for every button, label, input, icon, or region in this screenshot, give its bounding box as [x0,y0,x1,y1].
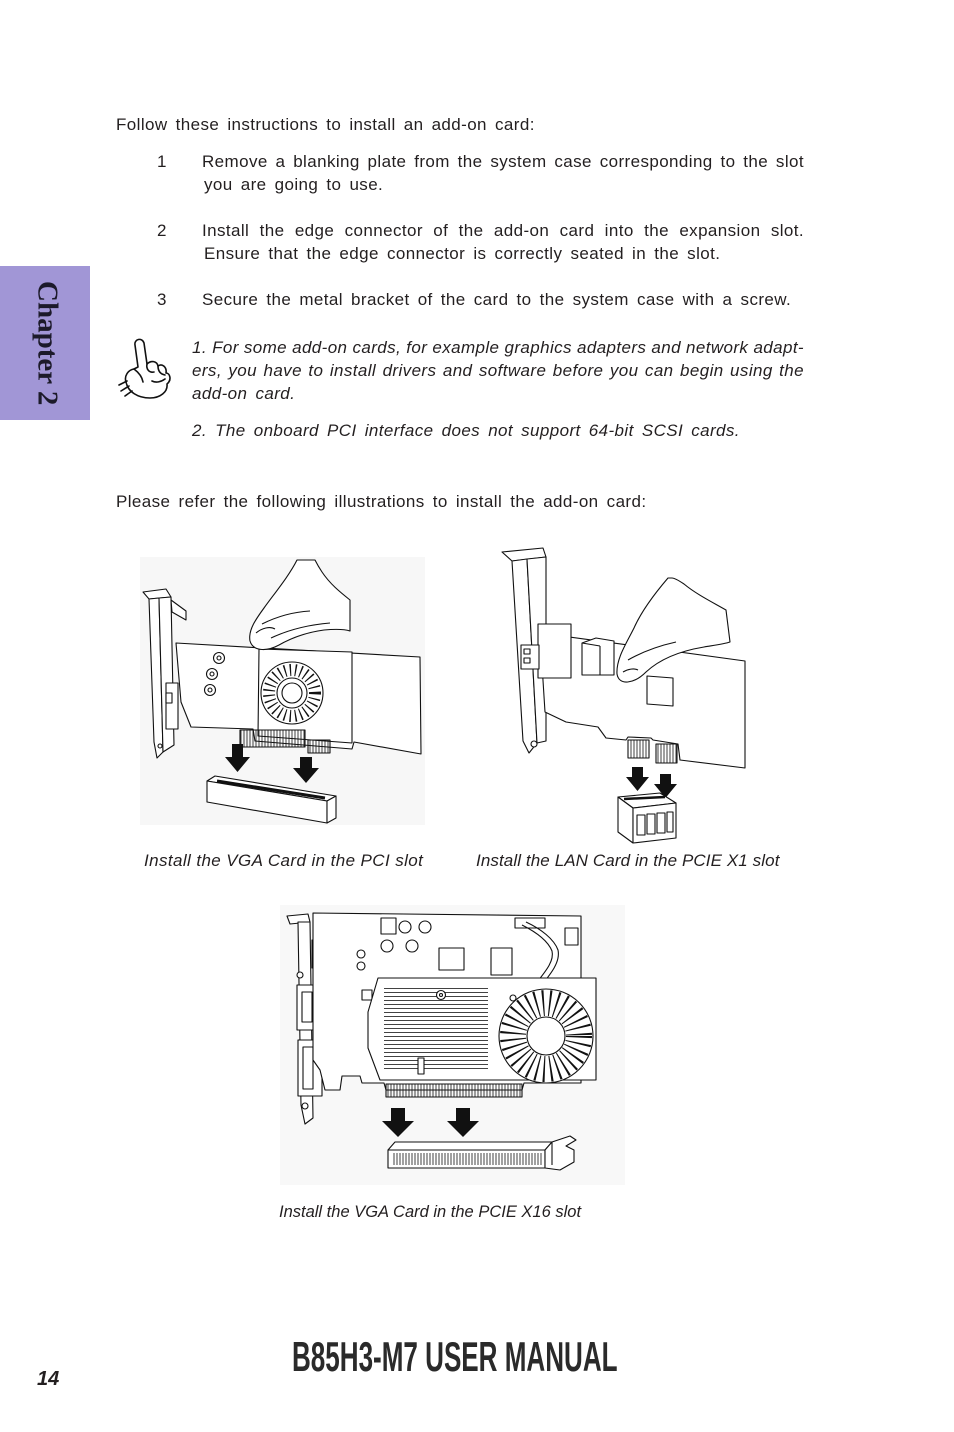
step-text: Install the edge connector of the add-on… [202,219,804,265]
figure-caption: Install the LAN Card in the PCIE X1 slot [476,850,780,870]
step-number: 2 [157,220,167,240]
board-components [356,917,579,1001]
insert-arrows [382,1108,479,1137]
pcie-x16-slot [387,1135,577,1171]
manual-title: B85H3-M7 USER MANUAL [292,1333,618,1380]
gold-fingers [627,739,678,764]
gold-fingers [385,1083,523,1098]
step-line: Install the edge connector of the add-on… [202,220,804,240]
chapter-tab-label-wrap: Chapter 2 [0,266,94,420]
pci-slot [206,775,337,824]
fan [260,661,324,725]
chapter-tab: Chapter 2 [0,266,90,420]
insert-arrows [225,744,319,783]
step-text: Remove a blanking plate from the system … [202,150,804,196]
vga-pci-illustration [140,557,425,825]
step-text: Secure the metal bracket of the card to … [202,288,804,311]
card-bracket [142,588,187,759]
controller-chip [646,675,674,707]
heatsink-fins [384,988,488,1072]
rj45-port [520,623,572,679]
page-number: 14 [37,1368,60,1390]
capacitors [203,651,226,697]
note-line: add-on card. [192,383,296,403]
lan-pcie-x1-illustration [501,547,746,844]
hand [616,577,731,683]
note-line: ers, you have to install drivers and sof… [192,360,804,380]
step-line: Ensure that the edge connector is correc… [204,243,721,263]
note-item: 2. The onboard PCI interface does not su… [192,419,804,442]
note-line: 2. The onboard PCI interface does not su… [192,420,740,440]
gold-fingers [239,729,331,754]
note-line: 1. For some add-on cards, for example gr… [192,337,804,357]
step-line: you are going to use. [204,174,384,194]
step-number: 3 [157,289,167,309]
pcie-x1-slot [617,792,677,844]
insert-arrows [626,767,677,798]
transformer-component [581,637,615,676]
hand [249,559,351,650]
note-item: 1. For some add-on cards, for example gr… [192,336,804,405]
illustrations-intro: Please refer the following illustrations… [116,491,647,511]
figure-caption: Install the VGA Card in the PCI slot [144,850,424,870]
step-line: Secure the metal bracket of the card to … [202,289,792,309]
step-line: Remove a blanking plate from the system … [202,151,804,171]
pointing-hand-icon [118,338,171,399]
figure-caption: Install the VGA Card in the PCIE X16 slo… [279,1202,582,1221]
vga-pcie-x16-illustration [280,905,625,1185]
fan [498,988,594,1084]
chapter-tab-label: Chapter 2 [31,280,64,406]
intro-text: Follow these instructions to install an … [116,114,535,134]
step-number: 1 [157,151,167,171]
